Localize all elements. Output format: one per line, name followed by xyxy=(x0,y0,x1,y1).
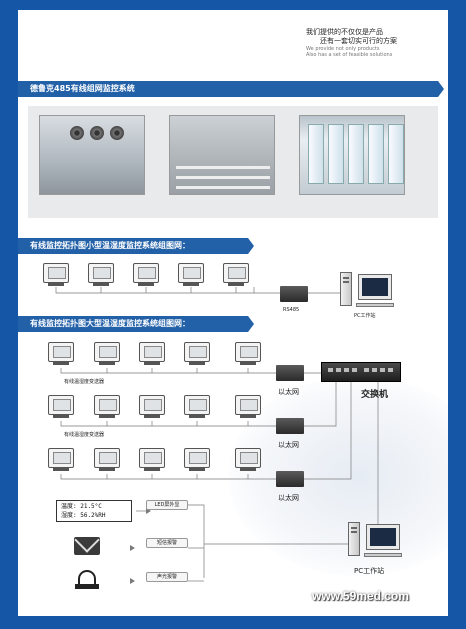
photo-strip xyxy=(28,106,438,218)
fridge-display-photo xyxy=(299,115,405,195)
fridge-door xyxy=(348,124,364,184)
pc-label-small: PC工作站 xyxy=(354,313,376,319)
watermark-text: www.59med.com xyxy=(312,589,409,603)
transmitter-icon xyxy=(94,342,120,366)
brochure-page: 我们提供的不仅仅是产品 还有一套切实可行的方案 We provide not o… xyxy=(18,10,448,616)
transmitter-icon xyxy=(94,448,120,472)
transmitter-icon xyxy=(88,263,114,287)
bar-arrow-icon xyxy=(248,238,254,254)
fridge-door xyxy=(328,124,344,184)
siren-icon xyxy=(75,570,99,590)
ethernet-label: 以太网 xyxy=(278,441,299,449)
tagline-cn-2: 还有一套切实可行的方案 xyxy=(320,37,397,45)
rs485-label: RS485 xyxy=(283,307,300,313)
tagline-en-1: We provide not only products xyxy=(306,46,380,52)
transmitter-icon xyxy=(139,448,165,472)
section-title-main-text: 德鲁克485有线组网监控系统 xyxy=(30,84,135,93)
network-wiring xyxy=(55,287,379,584)
section-title-large-text: 有线监控拓扑图大型温湿度监控系统组图网： xyxy=(30,319,190,328)
transmitter-icon xyxy=(178,263,204,287)
section-title-small: 有线监控拓扑图小型温湿度监控系统组图网： xyxy=(18,238,254,254)
envelope-icon xyxy=(74,537,100,555)
transmitter-icon xyxy=(235,342,261,366)
ethernet-label: 以太网 xyxy=(278,494,299,502)
section-title-small-text: 有线监控拓扑图小型温湿度监控系统组图网： xyxy=(30,241,190,250)
transmitter-icon xyxy=(184,395,210,419)
bar-arrow-icon xyxy=(248,316,254,332)
tagline: 我们提供的不仅仅是产品 还有一套切实可行的方案 We provide not o… xyxy=(306,28,446,58)
ethernet-label: 以太网 xyxy=(278,388,299,396)
transmitter-icon xyxy=(139,395,165,419)
fridge-door xyxy=(388,124,404,184)
transmitter-icon xyxy=(223,263,249,287)
background-decoration xyxy=(228,376,448,576)
transmitter-label: 有线温湿度变送器 xyxy=(64,432,105,438)
transmitter-icon xyxy=(48,395,74,419)
transmitter-icon xyxy=(235,395,261,419)
led-display: 温度: 21.5°C 湿度: 56.2%RH xyxy=(56,500,132,522)
pc-label-large: PC工作站 xyxy=(354,567,385,575)
transmitter-icon xyxy=(139,342,165,366)
sms-alarm-label: 短信报警 xyxy=(146,538,188,548)
shelf-decoration xyxy=(176,176,270,179)
transmitter-icon xyxy=(48,448,74,472)
led-alarm-label: LED屏外显 xyxy=(146,500,188,510)
transmitter-icon xyxy=(94,395,120,419)
shelf-decoration xyxy=(176,186,270,189)
transmitter-icon xyxy=(133,263,159,287)
transmitter-icon xyxy=(184,342,210,366)
rs485-converter xyxy=(280,286,308,302)
switch-label: 交换机 xyxy=(361,390,389,400)
fridge-door xyxy=(368,124,384,184)
ethernet-node xyxy=(276,471,304,487)
transmitter-label: 有线温湿度变送器 xyxy=(64,379,105,385)
section-title-main: 德鲁克485有线组网监控系统 xyxy=(18,81,444,97)
transmitter-icon xyxy=(48,342,74,366)
fan-icon xyxy=(70,126,84,140)
fridge-door xyxy=(308,124,324,184)
display-temperature: 温度: 21.5°C xyxy=(61,503,102,510)
shelf-decoration xyxy=(176,166,270,169)
display-humidity: 湿度: 56.2%RH xyxy=(61,512,106,519)
transmitter-icon xyxy=(43,263,69,287)
bar-arrow-icon xyxy=(438,81,444,97)
transmitter-icon xyxy=(235,448,261,472)
tagline-en-2: Also has a set of feasible solutions xyxy=(306,52,393,58)
network-switch xyxy=(321,362,401,382)
cold-room-photo xyxy=(39,115,145,195)
fan-icon xyxy=(110,126,124,140)
section-title-large: 有线监控拓扑图大型温湿度监控系统组图网： xyxy=(18,316,254,332)
sound-alarm-label: 声光报警 xyxy=(146,572,188,582)
ethernet-node xyxy=(276,418,304,434)
ethernet-node xyxy=(276,365,304,381)
tagline-cn-1: 我们提供的不仅仅是产品 xyxy=(306,28,383,36)
warehouse-photo xyxy=(169,115,275,195)
fan-icon xyxy=(90,126,104,140)
transmitter-icon xyxy=(184,448,210,472)
